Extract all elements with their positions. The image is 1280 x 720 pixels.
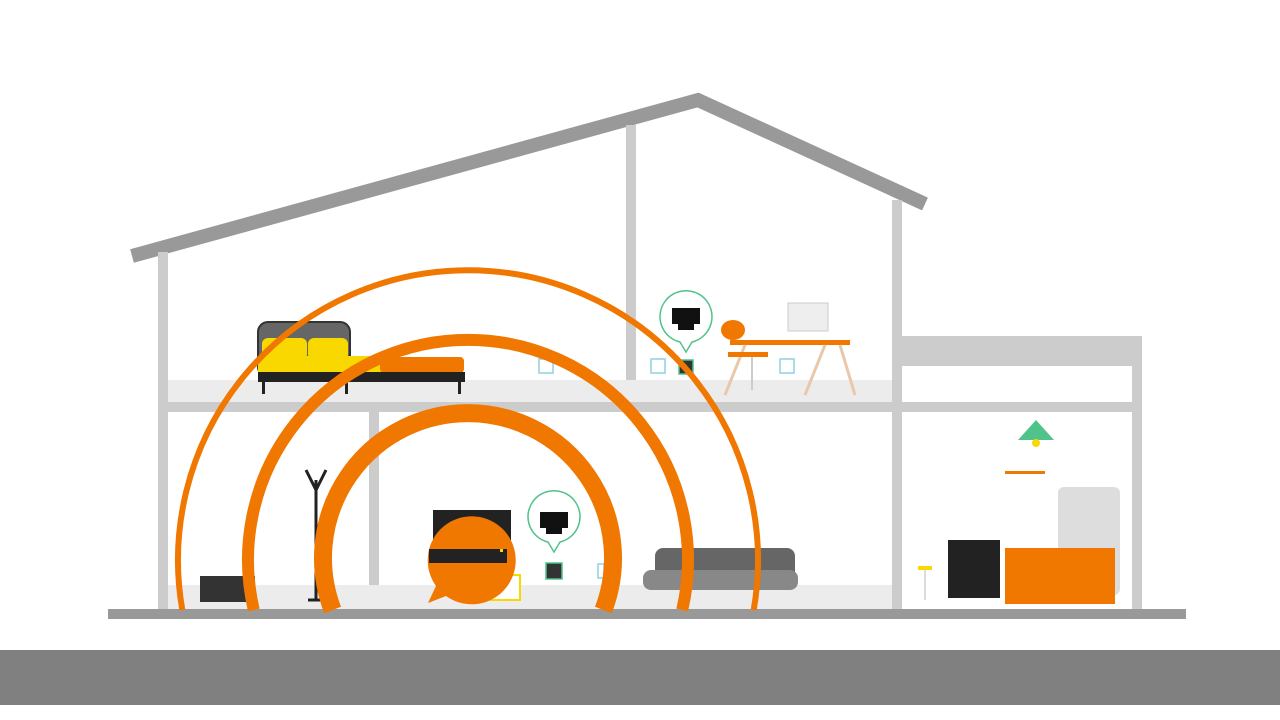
ethernet-port-icon bbox=[527, 289, 713, 580]
signal-ring-outer bbox=[175, 267, 761, 611]
ground-band bbox=[0, 650, 1280, 705]
signal-ring-middle bbox=[242, 333, 694, 612]
sofa bbox=[643, 548, 798, 590]
kitchen bbox=[918, 420, 1120, 604]
power-socket-icon bbox=[538, 358, 795, 579]
wifi-signal-rings-icon bbox=[175, 267, 761, 614]
signal-ring-inner bbox=[314, 404, 622, 614]
router-icon bbox=[427, 516, 516, 605]
desk-with-computer bbox=[721, 302, 857, 396]
roof bbox=[130, 92, 928, 263]
